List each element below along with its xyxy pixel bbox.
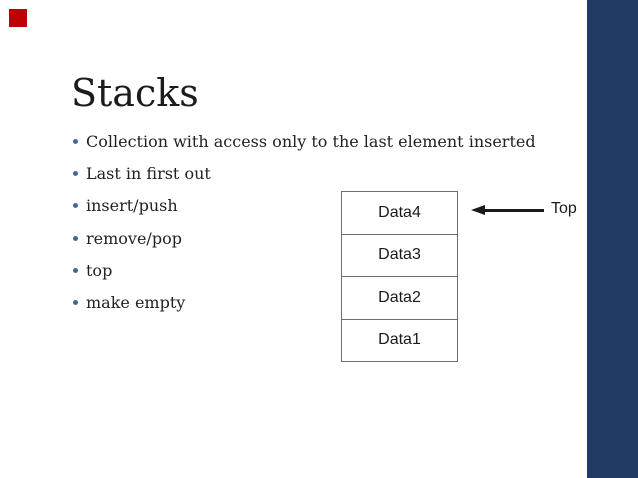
arrowhead-left-icon <box>471 205 485 215</box>
stack-cell-top: Data4 <box>342 192 457 235</box>
bullet-dot-icon <box>73 267 78 273</box>
bullet-text: remove/pop <box>86 228 182 248</box>
bullet-dot-icon <box>73 203 78 209</box>
bullet-dot-icon <box>73 170 78 176</box>
bullet-text: insert/push <box>86 196 178 216</box>
bullet-dot-icon <box>73 138 78 144</box>
bullet-item: insert/push <box>73 190 533 222</box>
bullet-text: top <box>86 260 113 280</box>
top-pointer-arrow <box>471 204 544 216</box>
bullet-text: make empty <box>86 293 186 313</box>
stack-cell: Data3 <box>342 235 457 277</box>
arrow-shaft <box>485 208 544 212</box>
bullet-item: remove/pop <box>73 222 533 254</box>
bullet-text: Collection with access only to the last … <box>86 131 536 151</box>
bullet-dot-icon <box>73 300 78 306</box>
bullet-dot-icon <box>73 235 78 241</box>
stack-cell-bottom: Data1 <box>378 331 421 349</box>
red-accent-square <box>9 9 27 27</box>
bullet-text: Last in first out <box>86 163 211 183</box>
bullet-item: make empty <box>73 286 533 318</box>
bullet-item: top <box>73 254 533 286</box>
top-pointer-label: Top <box>551 200 577 217</box>
bullet-list: Collection with access only to the last … <box>73 125 536 319</box>
stack-diagram: Data4 Data3 Data2 Data1 <box>341 191 458 362</box>
slide-title: Stacks <box>71 71 199 115</box>
bullet-item: Collection with access only to the last … <box>73 125 536 157</box>
stack-cell: Data2 <box>342 277 457 320</box>
bullet-item: Last in first out <box>73 157 533 189</box>
navy-side-bar <box>587 0 638 478</box>
